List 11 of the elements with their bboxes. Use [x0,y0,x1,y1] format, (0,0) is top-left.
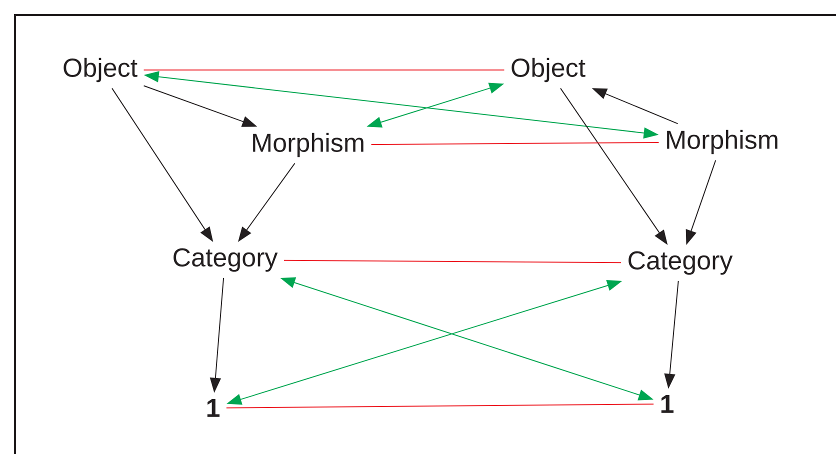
node-label: Object [64,58,138,82]
terminal-label: 1 [207,399,220,417]
connector-line [283,260,622,264]
node-label: Morphism [667,130,778,154]
node-label: Category [628,251,733,275]
node-label: Morphism [253,132,364,158]
node-label: Category [174,248,278,272]
connector-line [370,142,660,146]
node-label: Object [512,58,586,82]
terminal-label: 1 [661,395,674,413]
connector-line [226,404,654,408]
